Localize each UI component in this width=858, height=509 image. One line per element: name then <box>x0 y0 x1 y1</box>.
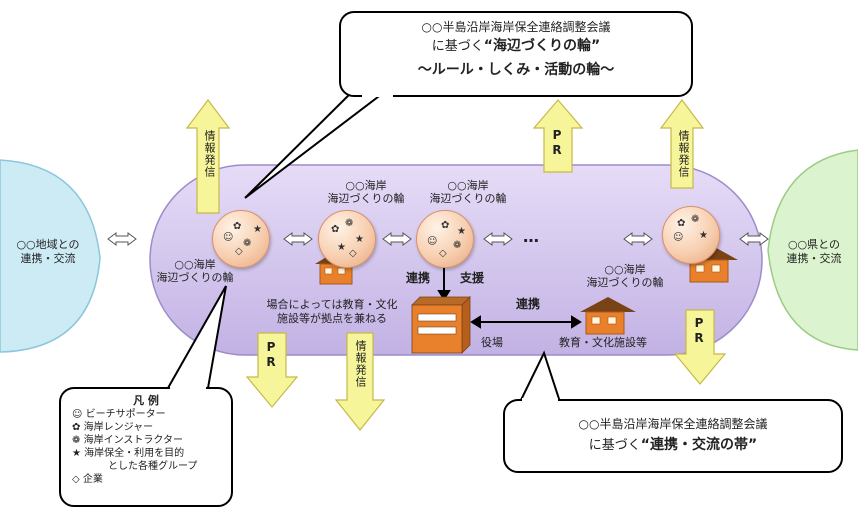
bottom-callout-pointer <box>518 350 562 403</box>
coast-circle-4: ✿ ❁ ☺ ★ <box>662 206 720 264</box>
legend-item-text: 海岸保全・利用を目的 <box>84 448 185 459</box>
right-region-shape <box>767 149 858 351</box>
legend-item-text: 海岸インストラクター <box>83 435 183 446</box>
instructor-icon: ❁ <box>243 238 252 249</box>
coast-circle-1: ☺ ✿ ❁ ★ ◇ <box>212 210 270 268</box>
right-link-arrow <box>739 232 769 246</box>
legend-item: ❁ 海岸インストラクター <box>72 434 228 447</box>
group-star-icon: ★ <box>72 448 81 459</box>
ranger-icon: ✿ <box>72 422 81 433</box>
ranger-icon: ✿ <box>441 220 450 231</box>
pr-up-mid-text: PR <box>550 128 564 158</box>
beach-supporter-icon: ☺ <box>673 232 684 243</box>
coast-circle-3: ☺ ✿ ❁ ★ ◇ <box>416 210 474 268</box>
top-callout-emphasis: “海辺づくりの輪” <box>483 38 601 54</box>
yakuba-label: 役場 <box>481 336 503 349</box>
top-callout-prefix: に基づく <box>431 39 484 54</box>
instructor-icon: ❁ <box>72 435 81 446</box>
ellipsis: … <box>523 227 539 246</box>
link-arrow-3 <box>483 232 513 246</box>
base-note-line2: 施設等が拠点を兼ねる <box>277 312 387 325</box>
group-star-icon: ★ <box>253 224 262 235</box>
bottom-callout-emphasis: “連携・交流の帯” <box>640 437 758 453</box>
pr-down-right-arrow <box>673 309 727 385</box>
info-up-right-text: 情報発信 <box>677 130 690 178</box>
ranger-icon: ✿ <box>677 218 686 229</box>
base-note-line1: 場合によっては教育・文化 <box>266 298 398 311</box>
link-arrow-4 <box>623 232 653 246</box>
left-region-line1: ○○地域との <box>16 238 80 251</box>
top-callout-line3: ～ルール・しくみ・活動の輪～ <box>417 62 615 78</box>
top-callout-line2: に基づく“海辺づくりの輪” <box>340 37 692 56</box>
ranger-icon: ✿ <box>233 221 242 232</box>
right-region-line2: 連携・交流 <box>786 252 842 265</box>
town-hall-building <box>411 296 471 354</box>
link-arrow-2 <box>382 232 412 246</box>
instructor-icon: ❁ <box>345 218 354 229</box>
pr-down-right-text: PR <box>692 316 706 346</box>
circle-2-label-line1: ○○海岸 <box>345 179 387 192</box>
circle-1-label-line1: ○○海岸 <box>174 258 216 271</box>
beach-supporter-icon: ☺ <box>72 409 83 420</box>
info-down-mid-text: 情報発信 <box>354 340 367 388</box>
ranger-icon: ✿ <box>331 224 340 235</box>
edu-facility-label: 教育・文化施設等 <box>559 336 647 349</box>
left-region-line2: 連携・交流 <box>20 252 76 265</box>
circle-3-label-line2: 海辺づくりの輪 <box>429 192 507 205</box>
instructor-icon: ❁ <box>453 240 462 251</box>
bottom-callout-line2: に基づく“連携・交流の帯” <box>504 436 842 455</box>
bottom-callout-box <box>503 399 843 473</box>
company-icon: ◇ <box>439 248 447 259</box>
renkei2-label: 連携 <box>515 297 540 311</box>
beach-supporter-icon: ☺ <box>427 236 438 247</box>
info-up-left-text: 情報発信 <box>203 130 216 178</box>
group-star-icon: ★ <box>337 242 346 253</box>
pr-up-mid-arrow <box>532 99 584 173</box>
circle-1-label-line2: 海辺づくりの輪 <box>156 271 234 284</box>
top-callout-box <box>339 11 693 97</box>
company-icon: ◇ <box>349 248 357 259</box>
circle-4-label-line1: ○○海岸 <box>604 263 646 276</box>
group-star-icon: ★ <box>699 230 708 241</box>
info-down-mid-arrow <box>334 332 386 431</box>
group-star-icon: ★ <box>457 226 466 237</box>
shien-label: 支援 <box>459 271 484 285</box>
info-up-right-arrow <box>659 99 705 189</box>
legend-list: ☺ ビーチサポーター ✿ 海岸レンジャー ❁ 海岸インストラクター ★ 海岸保全… <box>72 408 228 486</box>
pr-down-left-arrow <box>245 332 299 408</box>
company-icon: ◇ <box>235 246 243 257</box>
group-star-icon: ★ <box>355 234 364 245</box>
legend-item: ☺ ビーチサポーター <box>72 408 228 421</box>
coast-circle-2: ✿ ❁ ★ ★ ◇ <box>318 210 376 268</box>
company-icon: ◇ <box>72 474 80 485</box>
legend-box <box>59 387 233 507</box>
legend-item: ★ 海岸保全・利用を目的 <box>72 447 228 460</box>
legend-item: ◇ 企業 <box>72 473 228 486</box>
pr-down-left-text: PR <box>264 340 278 370</box>
legend-item-text: 海岸レンジャー <box>83 422 154 433</box>
circle-4-label-line2: 海辺づくりの輪 <box>586 276 664 289</box>
right-region-line1: ○○県との <box>787 238 841 251</box>
legend-item-text: ビーチサポーター <box>85 409 166 420</box>
beach-supporter-icon: ☺ <box>223 232 234 243</box>
link-arrow-1 <box>283 232 313 246</box>
legend-title: 凡 例 <box>133 394 159 407</box>
renkei-label: 連携 <box>405 271 430 285</box>
bottom-callout-prefix: に基づく <box>588 438 641 453</box>
left-link-arrow <box>107 232 137 246</box>
instructor-icon: ❁ <box>691 214 700 225</box>
bottom-callout-line1: ○○半島沿岸海岸保全連絡調整会議 <box>578 417 768 431</box>
circle-2-label-line2: 海辺づくりの輪 <box>327 192 405 205</box>
legend-item: ✿ 海岸レンジャー <box>72 421 228 434</box>
legend-item-continued: とした各種グループ <box>108 461 198 472</box>
left-region-shape <box>0 159 101 353</box>
building-small-3 <box>580 297 636 335</box>
info-up-left-arrow <box>185 99 231 214</box>
legend-item-text: 企業 <box>82 474 103 485</box>
top-callout-line1: ○○半島沿岸海岸保全連絡調整会議 <box>421 20 611 34</box>
circle-3-label-line1: ○○海岸 <box>447 179 489 192</box>
